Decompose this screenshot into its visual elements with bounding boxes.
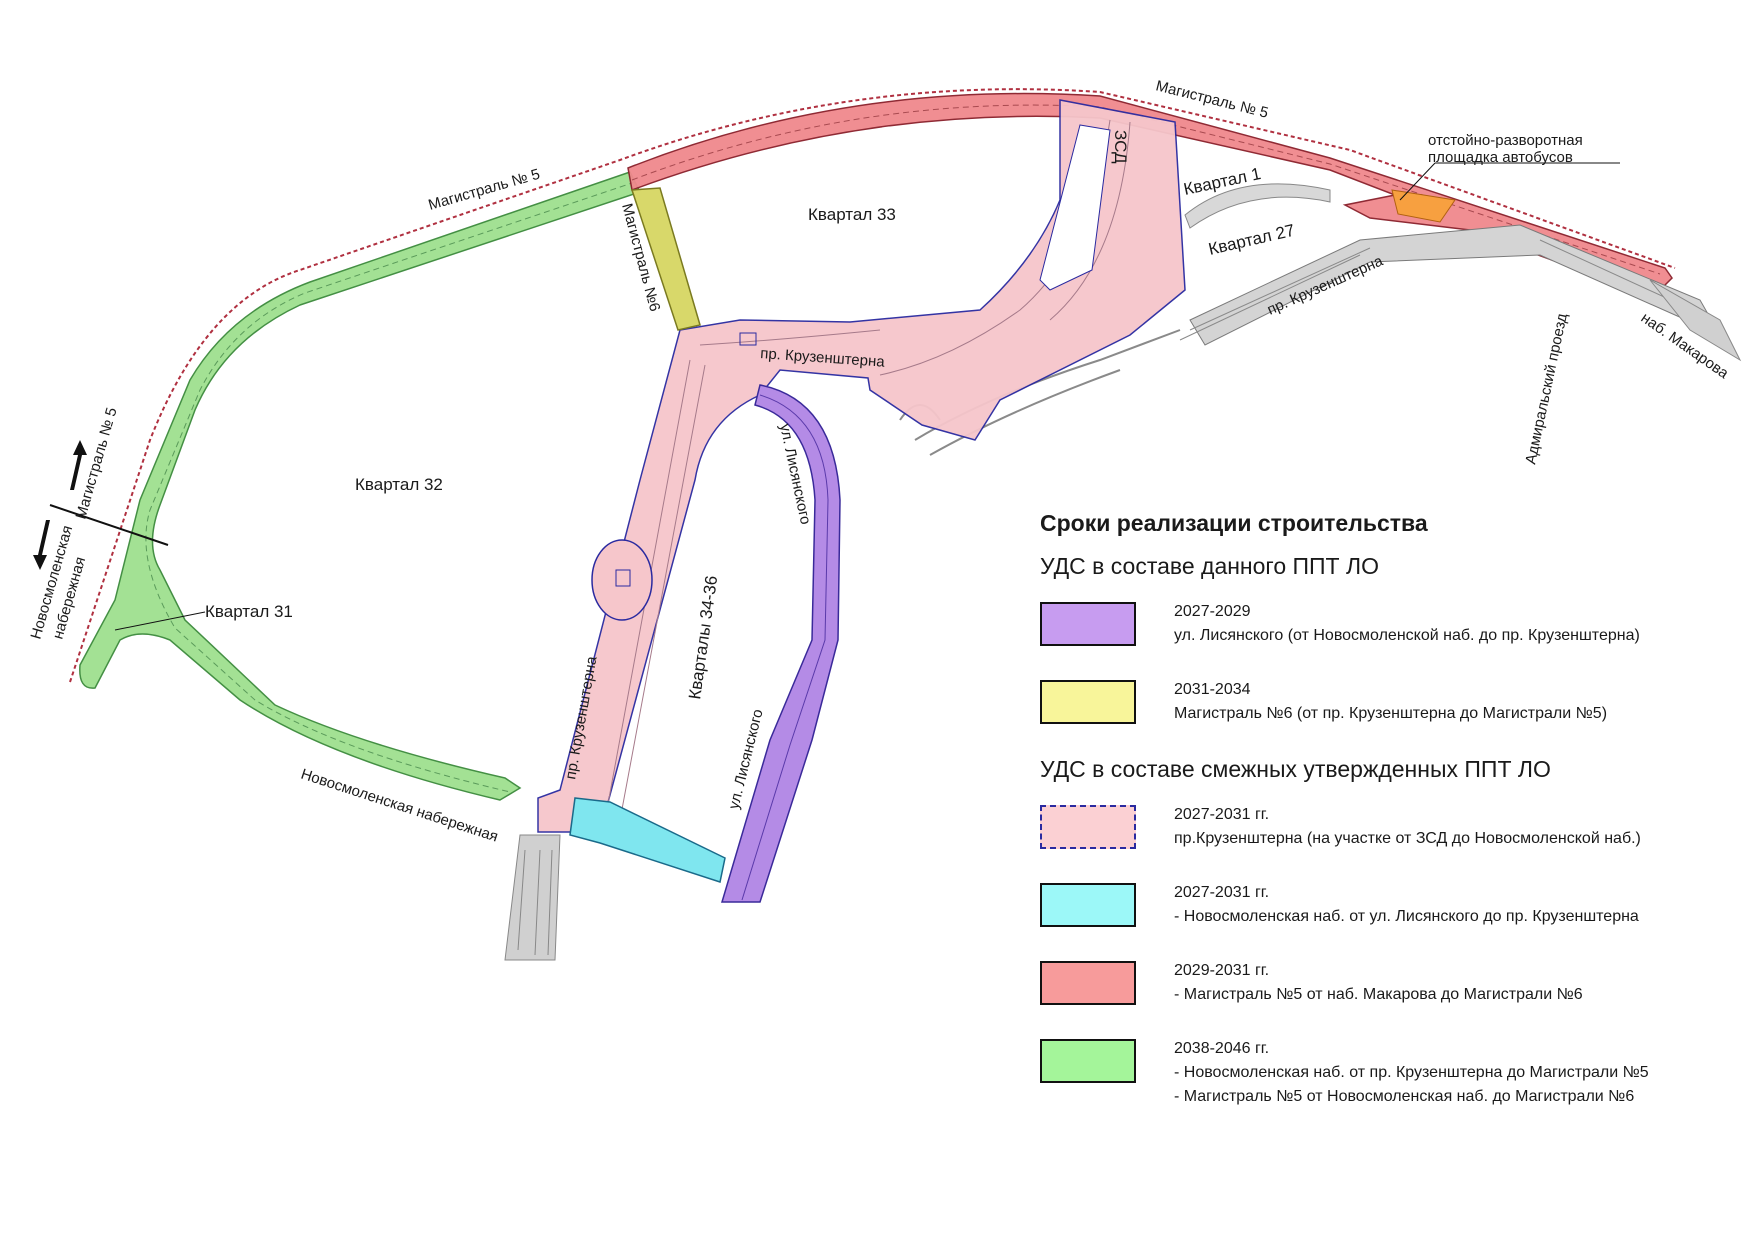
- gray-road-south-exit: [504, 834, 561, 961]
- section-boundary-line: [49, 504, 169, 546]
- yellow-road-magistral6: [630, 187, 701, 331]
- arrow-south: [33, 520, 50, 570]
- legend-period: 2027-2031 гг.: [1174, 884, 1270, 901]
- label-admiralsky: Адмиральский проезд: [1522, 312, 1571, 466]
- legend-text-2: - Магистраль №5 от Новосмоленская наб. д…: [1174, 1088, 1635, 1105]
- legend-section-1: УДС в составе данного ППТ ЛО: [1040, 553, 1379, 579]
- legend-text: - Новосмоленская наб. от пр. Крузенштерн…: [1174, 1064, 1649, 1081]
- bus-area-leader: [1399, 162, 1436, 201]
- kvartal31-leader: [114, 611, 206, 631]
- legend-period: 2027-2031 гг.: [1174, 806, 1270, 823]
- gray-road-south-exit-lanes: [517, 849, 553, 956]
- kruzenshterna-small-block: [739, 332, 757, 346]
- legend-swatch-red: [1040, 961, 1136, 1005]
- cyan-road-novosmolenskaya: [569, 797, 726, 883]
- label-kvartaly-34-36: Кварталы 34-36: [685, 574, 721, 700]
- legend-period: 2027-2029: [1174, 603, 1251, 620]
- legend-text: пр.Крузенштерна (на участке от ЗСД до Но…: [1174, 830, 1641, 847]
- roundabout: [591, 539, 653, 621]
- legend-swatch-yellow: [1040, 680, 1136, 724]
- legend-item-magistral6: 2031-2034 Магистраль №6 (от пр. Крузеншт…: [1040, 678, 1740, 726]
- legend-swatch-green: [1040, 1039, 1136, 1083]
- pink-road-kruzenshterna-zsd: [537, 99, 1186, 833]
- label-bus-area-2: площадка автобусов: [1428, 149, 1573, 166]
- legend-swatch-cyan: [1040, 883, 1136, 927]
- purple-road-lisyanskogo: [720, 384, 841, 903]
- legend-period: 2038-2046 гг.: [1174, 1040, 1270, 1057]
- purple-road-lane-line: [741, 394, 829, 901]
- legend-text: - Магистраль №5 от наб. Макарова до Маги…: [1174, 986, 1583, 1003]
- legend-item-green: 2038-2046 гг. - Новосмоленская наб. от п…: [1040, 1037, 1740, 1105]
- legend-period: 2031-2034: [1174, 681, 1251, 698]
- legend-item-novosmolenskaya-cyan: 2027-2031 гг. - Новосмоленская наб. от у…: [1040, 881, 1740, 929]
- label-kvartal-27: Квартал 27: [1207, 221, 1297, 259]
- legend-title: Сроки реализации строительства: [1040, 510, 1428, 536]
- gray-road-makarova: [1649, 279, 1742, 362]
- legend-item-magistral5-red: 2029-2031 гг. - Магистраль №5 от наб. Ма…: [1040, 959, 1740, 1007]
- red-road-lane-lines: [631, 104, 1661, 275]
- legend-swatch-purple: [1040, 602, 1136, 646]
- kvartal33-inner-block: [1039, 124, 1111, 291]
- legend-text: - Новосмоленская наб. от ул. Лисянского …: [1174, 908, 1639, 925]
- bus-turnaround-area: [1391, 189, 1456, 223]
- legend-text: ул. Лисянского (от Новосмоленской наб. д…: [1174, 627, 1640, 644]
- roundabout-center: [615, 569, 631, 587]
- pink-road-lane-lines: [604, 119, 1131, 821]
- label-magistral5-left: Магистраль № 5: [426, 166, 541, 214]
- legend-text: Магистраль №6 (от пр. Крузенштерна до Ма…: [1174, 705, 1608, 722]
- legend-section-2: УДС в составе смежных утвержденных ППТ Л…: [1040, 756, 1551, 782]
- label-kvartal-32: Квартал 32: [355, 475, 443, 494]
- green-road-lane-lines: [145, 181, 636, 793]
- green-road-novosmolenskaya-magistral5: [79, 171, 642, 801]
- arrow-north: [70, 440, 87, 490]
- gray-road-kvartal1: [1184, 183, 1331, 229]
- legend-item-lisyanskogo: 2027-2029 ул. Лисянского (от Новосмоленс…: [1040, 600, 1740, 648]
- legend-swatch-pink: [1040, 805, 1136, 849]
- label-bus-area-1: отстойно-разворотная: [1428, 132, 1583, 149]
- planning-boundary-line: [69, 88, 1676, 683]
- legend-panel: Сроки реализации строительства УДС в сос…: [1040, 510, 1740, 1115]
- label-kvartal-31: Квартал 31: [205, 602, 293, 621]
- legend-item-kruzenshterna: 2027-2031 гг. пр.Крузенштерна (на участк…: [1040, 803, 1740, 851]
- label-zsd: ЗСД: [1111, 130, 1130, 164]
- legend-period: 2029-2031 гг.: [1174, 962, 1270, 979]
- label-kvartal-33: Квартал 33: [808, 205, 896, 224]
